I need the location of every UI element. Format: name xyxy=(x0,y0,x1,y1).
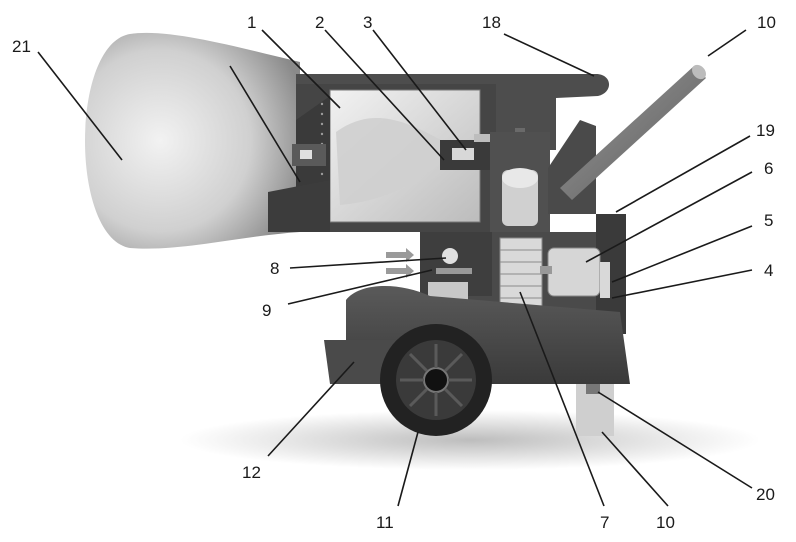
leader-2 xyxy=(324,29,445,161)
leader-7 xyxy=(519,291,605,507)
drain-plug xyxy=(586,384,600,394)
callout-21: 21 xyxy=(12,37,31,56)
leader-9 xyxy=(287,269,433,305)
callout-20: 20 xyxy=(756,485,775,504)
callout-9: 9 xyxy=(262,301,271,320)
callout-19: 19 xyxy=(756,121,775,140)
hot-air-plume xyxy=(85,32,300,249)
pump-cap xyxy=(502,168,538,188)
control-panel xyxy=(548,120,596,214)
callout-12: 12 xyxy=(242,463,261,482)
electrode xyxy=(452,148,474,160)
callout-18: 18 xyxy=(482,13,501,32)
callout-11: 11 xyxy=(376,513,394,532)
wheel-spokes xyxy=(400,344,472,416)
leader-1a xyxy=(261,29,341,109)
inlet-arrow-2 xyxy=(386,264,414,278)
ground-shadow xyxy=(180,410,760,470)
callout-10-top: 10 xyxy=(757,13,776,32)
handle-rod xyxy=(560,66,706,200)
leader-lines xyxy=(37,29,753,507)
leader-4 xyxy=(611,269,753,299)
callout-3: 3 xyxy=(363,13,372,32)
front-cone xyxy=(268,180,330,232)
callout-7: 7 xyxy=(600,513,609,532)
air-inlet-slot xyxy=(436,268,472,274)
leader-12 xyxy=(267,361,355,457)
leader-5 xyxy=(611,225,753,283)
callout-10-bottom: 10 xyxy=(656,513,675,532)
fan-blades xyxy=(500,249,542,299)
leader-3 xyxy=(372,29,467,151)
callout-2: 2 xyxy=(315,13,324,32)
leader-11 xyxy=(397,431,419,507)
callout-6: 6 xyxy=(764,159,773,178)
leader-18 xyxy=(503,33,595,77)
motor xyxy=(547,247,601,297)
inlet-arrow-1 xyxy=(386,248,414,262)
leader-21 xyxy=(37,51,123,161)
callout-5: 5 xyxy=(764,211,773,230)
fuel-filter xyxy=(442,248,458,264)
callout-8: 8 xyxy=(270,259,279,278)
flame-inside xyxy=(336,117,460,205)
leader-19 xyxy=(615,135,751,213)
nozzle-window xyxy=(300,150,312,159)
callout-1: 1 xyxy=(247,13,256,32)
leader-1b xyxy=(229,65,301,183)
capacitor xyxy=(600,262,610,298)
leader-6 xyxy=(585,171,753,263)
leader-20 xyxy=(597,391,753,489)
wheel-hub xyxy=(423,367,449,393)
callout-4: 4 xyxy=(764,261,773,280)
leader-10-bottom xyxy=(601,431,669,507)
leader-8 xyxy=(289,257,447,269)
leader-10-top xyxy=(707,29,747,57)
motor-shaft xyxy=(540,266,552,274)
handle-tip xyxy=(692,64,706,80)
